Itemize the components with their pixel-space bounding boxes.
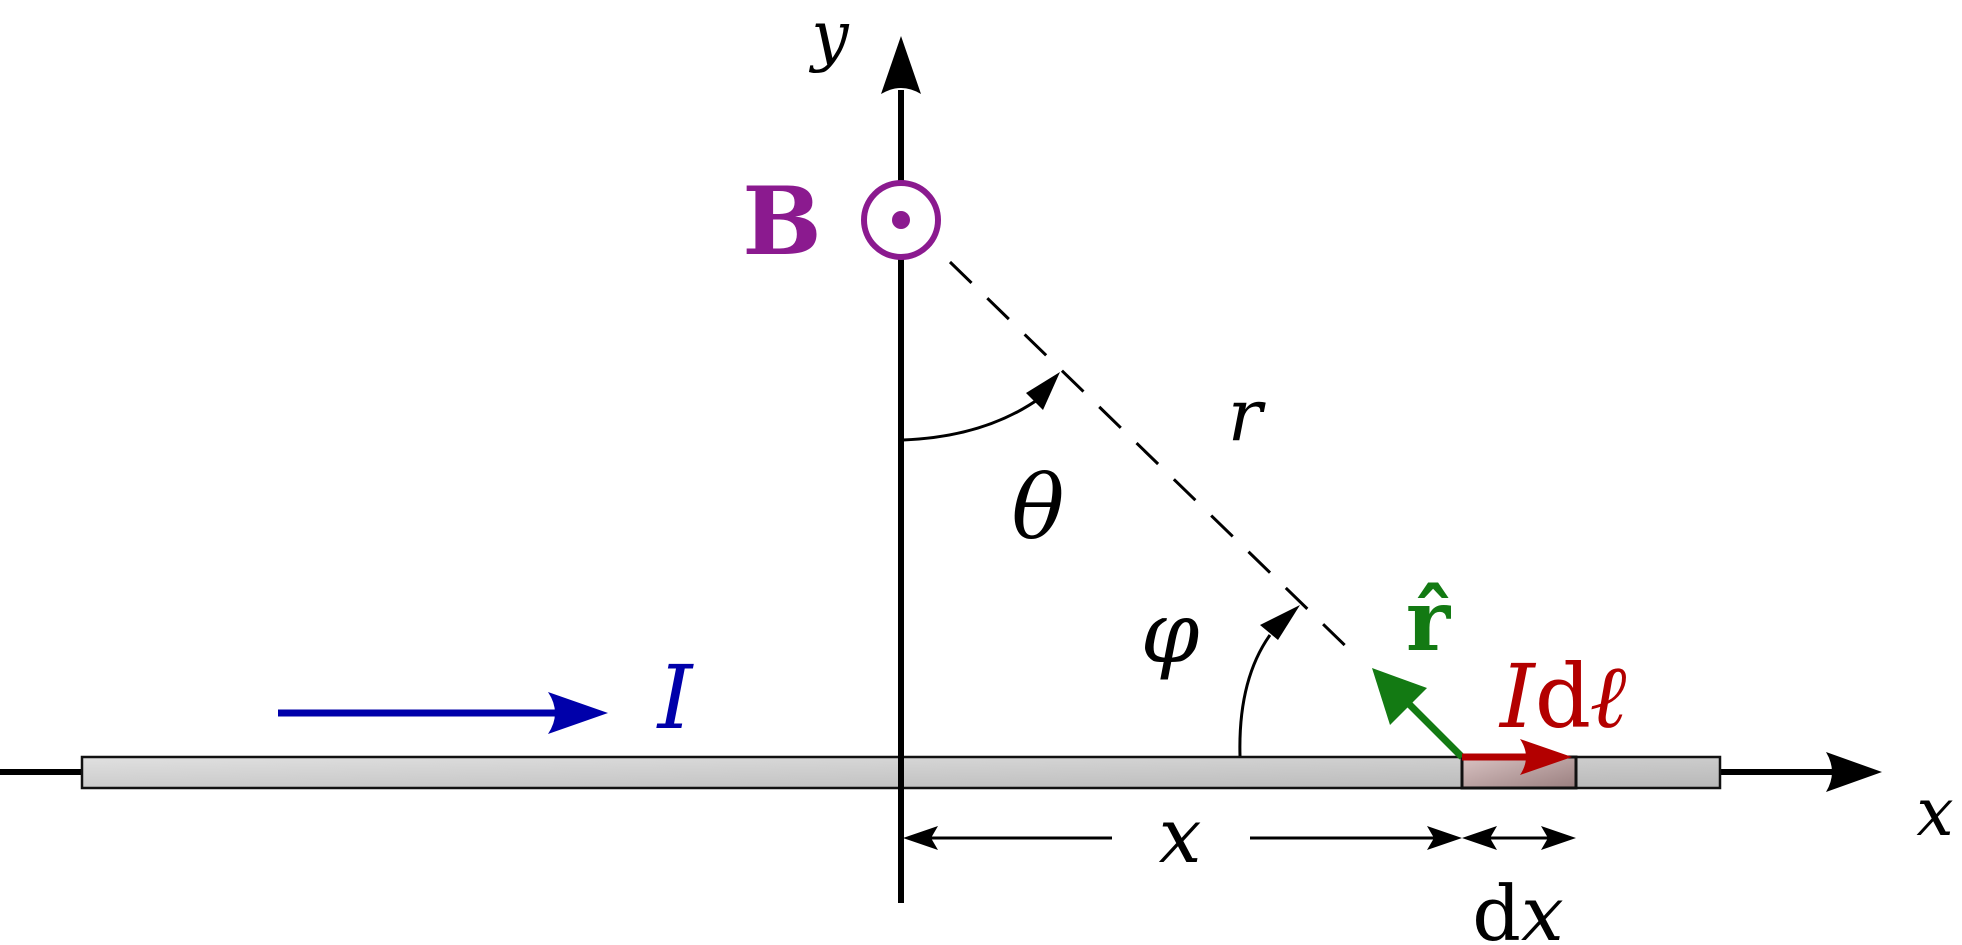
theta-arc xyxy=(902,372,1060,442)
unit-vector-arrow xyxy=(1372,668,1465,760)
current-label: I xyxy=(656,646,695,749)
current-element-label-l: ℓ xyxy=(1591,644,1629,748)
dx-label: dx xyxy=(1472,869,1564,945)
theta-label: θ xyxy=(1012,456,1065,559)
field-label: B xyxy=(742,167,821,277)
distance-line-r xyxy=(948,260,1362,662)
y-axis-arrowhead xyxy=(881,36,921,94)
x-axis-label: x xyxy=(1916,774,1953,851)
current-element-label: Idℓ xyxy=(1498,644,1629,748)
phi-label: φ xyxy=(1141,584,1200,682)
dx-label-d: d xyxy=(1472,869,1521,945)
current-element-label-d: d xyxy=(1535,645,1591,748)
x-axis-arrowhead xyxy=(1826,752,1882,792)
wire-segment-dx xyxy=(1460,755,1578,790)
current-arrow xyxy=(278,692,608,734)
x-span-label: x xyxy=(1159,791,1202,880)
dx-dimension xyxy=(1462,826,1576,850)
current-element-arrow xyxy=(1462,739,1572,775)
unit-vector-label: r̂ xyxy=(1406,571,1452,670)
x-span-dimension xyxy=(903,826,1462,850)
current-element-label-i: I xyxy=(1498,645,1537,748)
distance-label: r xyxy=(1228,373,1266,457)
phi-arc xyxy=(1238,605,1300,757)
y-axis-label: y xyxy=(808,0,849,74)
dx-label-x: x xyxy=(1521,869,1564,945)
field-out-of-page-icon xyxy=(861,180,941,260)
